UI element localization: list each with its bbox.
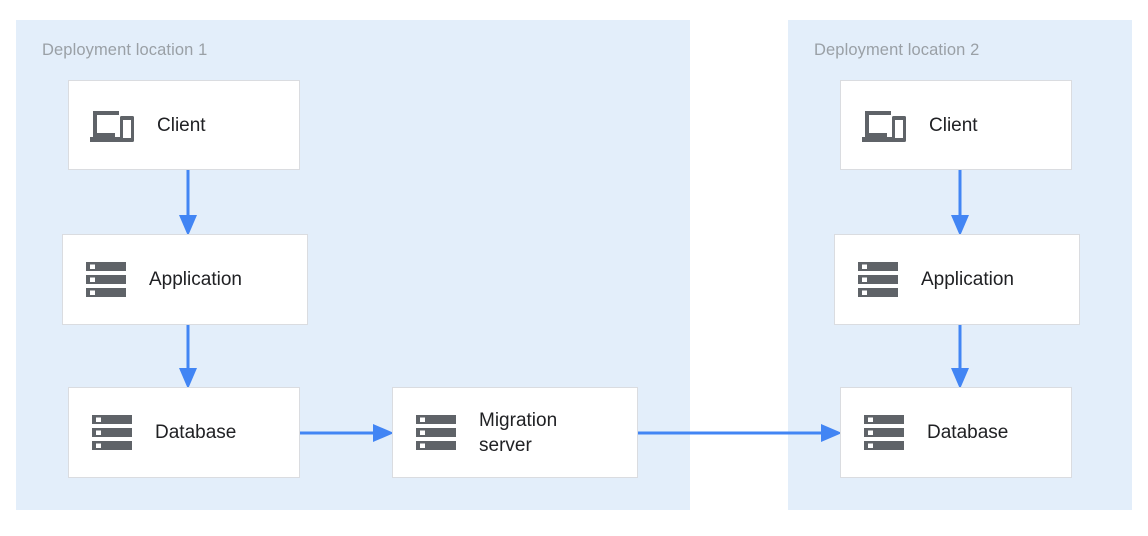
- server-icon: [415, 413, 457, 453]
- node-application-2[interactable]: Application: [834, 234, 1080, 325]
- node-database-1[interactable]: Database: [68, 387, 300, 478]
- edge-client2-app2: [948, 168, 972, 238]
- node-label-database-1: Database: [155, 422, 237, 443]
- node-client-2[interactable]: Client: [840, 80, 1072, 170]
- zone-label-1: Deployment location 1: [42, 41, 208, 59]
- server-icon: [91, 413, 133, 453]
- zone-label-2: Deployment location 2: [814, 41, 980, 59]
- node-client-1[interactable]: Client: [68, 80, 300, 170]
- client-devices-icon: [89, 103, 135, 147]
- node-label-migration-server: Migration server: [479, 409, 558, 456]
- node-label-client-2: Client: [929, 114, 978, 136]
- edge-db1-migration: [298, 421, 396, 445]
- edge-app1-db1: [176, 323, 200, 391]
- node-label-client-1: Client: [157, 114, 206, 136]
- node-migration-server[interactable]: Migration server: [392, 387, 638, 478]
- edge-app2-db2: [948, 323, 972, 391]
- edge-client1-app1: [176, 168, 200, 238]
- node-label-application-2: Application: [921, 269, 1014, 290]
- edge-migration-db2: [636, 421, 844, 445]
- server-icon: [85, 260, 127, 300]
- node-database-2[interactable]: Database: [840, 387, 1072, 478]
- node-label-database-2: Database: [927, 422, 1009, 443]
- node-label-application-1: Application: [149, 269, 242, 290]
- server-icon: [857, 260, 899, 300]
- server-icon: [863, 413, 905, 453]
- node-application-1[interactable]: Application: [62, 234, 308, 325]
- client-devices-icon: [861, 103, 907, 147]
